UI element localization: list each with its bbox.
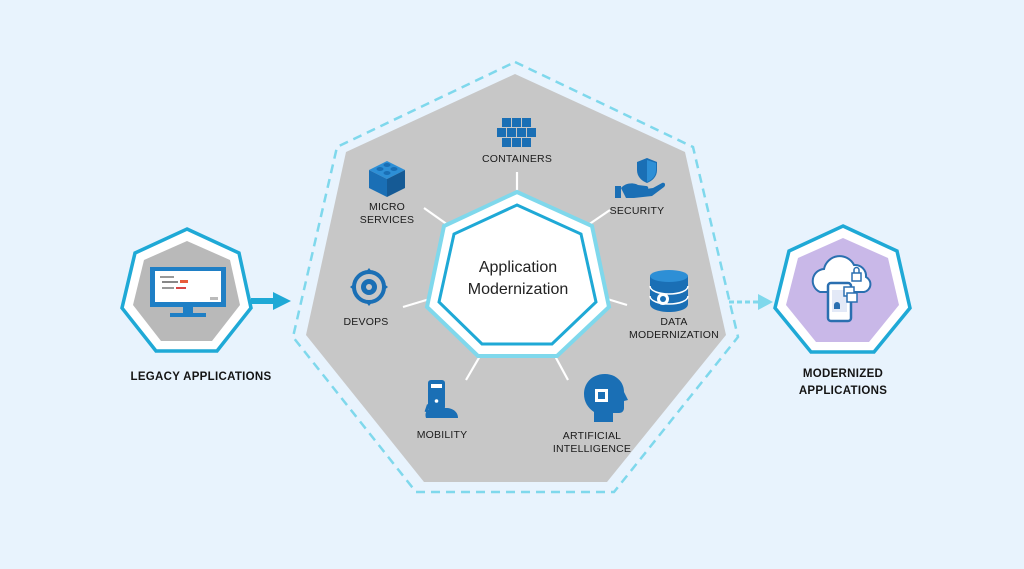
label-artificial-intelligence: ARTIFICIAL INTELLIGENCE — [552, 430, 632, 455]
database-icon — [649, 270, 689, 312]
label-containers: CONTAINERS — [481, 153, 553, 165]
spoke-ai — [554, 355, 569, 381]
containers-icon — [497, 118, 536, 147]
cloud-mobile-icon — [811, 255, 872, 323]
label-devops: DEVOPS — [343, 316, 389, 328]
arrow-right — [729, 294, 773, 310]
label-micro-services: MICRO SERVICES — [359, 201, 415, 226]
label-data-modernization: DATA MODERNIZATION — [629, 316, 719, 341]
center-title-line1: Application — [478, 259, 558, 276]
spoke-micro — [423, 207, 449, 226]
mobile-hand-icon — [424, 380, 458, 418]
label-mobility: MOBILITY — [416, 429, 468, 441]
center-title: Application Modernization — [446, 257, 590, 301]
label-modernized-applications: MODERNIZED APPLICATIONS — [798, 368, 888, 397]
outer-dashed-heptagon — [291, 60, 740, 494]
arrow-left — [251, 292, 291, 310]
label-legacy-applications: LEGACY APPLICATIONS — [130, 371, 272, 383]
spoke-mobility — [465, 355, 481, 381]
label-security: SECURITY — [609, 205, 665, 217]
micro-services-icon — [369, 161, 405, 197]
devops-icon — [350, 268, 388, 306]
ai-head-icon — [584, 374, 628, 422]
legacy-monitor-icon — [150, 267, 226, 317]
spoke-security — [587, 209, 611, 226]
center-title-line2: Modernization — [467, 281, 569, 298]
center-heptagon-inner — [437, 203, 598, 346]
security-icon — [615, 158, 666, 198]
